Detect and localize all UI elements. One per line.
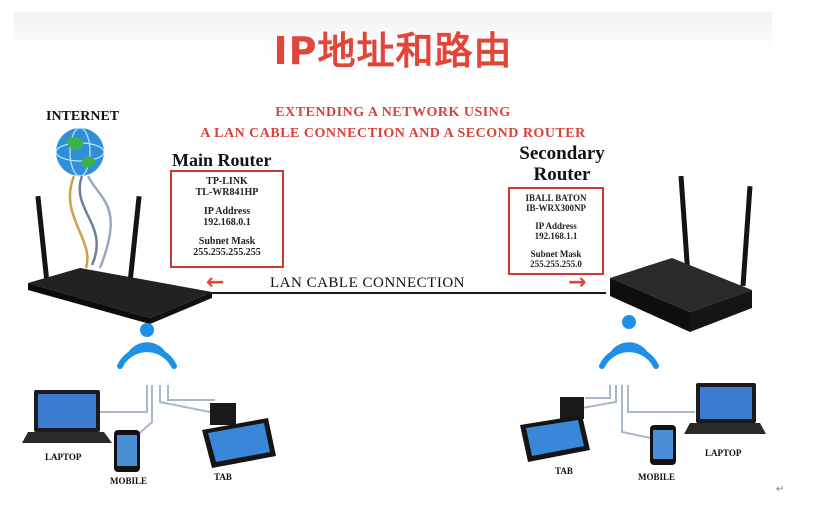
main-router-model: TL-WR841HP xyxy=(195,187,259,198)
secondary-router-info-box: IBALL BATON IB-WRX300NP IP Address 192.1… xyxy=(508,187,604,275)
left-mobile-label: MOBILE xyxy=(110,476,148,486)
main-router-icon xyxy=(28,195,212,324)
right-device-cables xyxy=(569,385,695,441)
laptop-icon-right xyxy=(684,383,766,434)
lan-connection-label: LAN CABLE CONNECTION xyxy=(270,275,465,291)
left-laptop-label: LAPTOP xyxy=(45,452,82,462)
secondary-router-ip: 192.168.1.1 xyxy=(534,231,578,241)
secondary-router-model: IB-WRX300NP xyxy=(526,203,586,213)
mobile-icon-right xyxy=(650,425,676,465)
tablet-icon-left xyxy=(202,403,276,468)
wifi-icon-left xyxy=(117,323,177,369)
main-router-mask-label: Subnet Mask xyxy=(198,236,256,247)
secondary-router-brand: IBALL BATON xyxy=(525,193,587,203)
secondary-router-heading-line-2: Router xyxy=(533,164,591,185)
right-tab-label: TAB xyxy=(555,466,573,476)
secondary-router-icon xyxy=(610,175,753,332)
left-tab-label: TAB xyxy=(214,472,232,482)
main-router-heading: Main Router xyxy=(172,150,272,170)
secondary-router-heading-line-1: Secondary xyxy=(519,143,605,164)
secondary-router-mask: 255.255.255.0 xyxy=(530,259,582,269)
mobile-icon-left xyxy=(114,430,140,472)
subtitle-line-1: EXTENDING A NETWORK USING xyxy=(275,105,511,120)
return-mark: ↵ xyxy=(776,484,785,495)
main-router-mask: 255.255.255.255 xyxy=(193,247,261,258)
secondary-router-heading: Secondary Router xyxy=(511,143,613,185)
arrow-right-icon: → xyxy=(568,270,587,295)
page-title: IP地址和路由 xyxy=(273,29,513,73)
main-router-brand: TP-LINK xyxy=(206,176,248,187)
subtitle-line-2: A LAN CABLE CONNECTION AND A SECOND ROUT… xyxy=(200,126,586,141)
internet-label: INTERNET xyxy=(46,109,120,124)
internet-cable xyxy=(68,175,112,269)
secondary-router-ip-label: IP Address xyxy=(535,221,577,231)
diagram-frame: IP地址和路由 EXTENDING A NETWORK USING A LAN … xyxy=(14,12,772,495)
arrow-left-icon: ← xyxy=(206,270,225,295)
main-router-ip: 192.168.0.1 xyxy=(203,217,251,228)
wifi-icon-right xyxy=(599,315,659,369)
tablet-icon-right xyxy=(520,397,590,462)
right-laptop-label: LAPTOP xyxy=(705,448,742,458)
secondary-router-mask-label: Subnet Mask xyxy=(530,249,582,259)
main-router-info-box: TP-LINK TL-WR841HP IP Address 192.168.0.… xyxy=(170,170,284,268)
laptop-icon-left xyxy=(22,390,112,443)
globe-icon xyxy=(55,127,105,177)
right-mobile-label: MOBILE xyxy=(638,472,676,482)
main-router-ip-label: IP Address xyxy=(203,206,251,217)
